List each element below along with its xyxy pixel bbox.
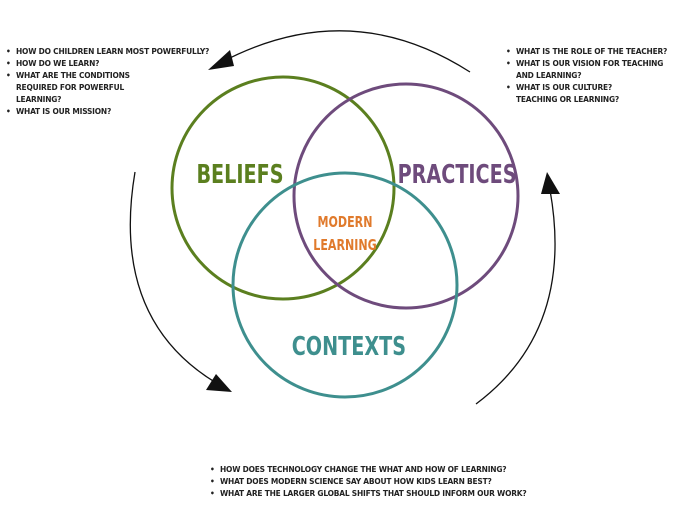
left-cycle-arrow <box>129 171 219 385</box>
list-item: WHAT IS OUR MISSION? <box>6 105 216 117</box>
practices-label: PRACTICES <box>397 160 517 190</box>
practices-questions: WHAT IS THE ROLE OF THE TEACHER? WHAT IS… <box>506 45 676 105</box>
right-arrowhead <box>541 172 560 194</box>
list-item: WHAT ARE THE CONDITIONS REQUIRED FOR POW… <box>6 69 166 105</box>
list-item: HOW DO CHILDREN LEARN MOST POWERFULLY? <box>6 45 216 57</box>
list-item: HOW DOES TECHNOLOGY CHANGE THE WHAT AND … <box>210 463 530 475</box>
practices-circle <box>292 82 520 310</box>
center-label-line1: MODERN <box>317 213 373 231</box>
top-cycle-arrow <box>221 30 471 73</box>
center-label-line2: LEARNING <box>313 236 377 254</box>
list-item: HOW DO WE LEARN? <box>6 57 216 69</box>
contexts-circle <box>231 171 459 399</box>
beliefs-circle <box>170 75 396 301</box>
list-item: WHAT DOES MODERN SCIENCE SAY ABOUT HOW K… <box>210 475 530 487</box>
list-item: WHAT ARE THE LARGER GLOBAL SHIFTS THAT S… <box>210 487 530 499</box>
list-item: WHAT IS OUR CULTURE? TEACHING OR LEARNIN… <box>506 81 646 105</box>
beliefs-questions: HOW DO CHILDREN LEARN MOST POWERFULLY? H… <box>6 45 216 117</box>
list-item: WHAT IS THE ROLE OF THE TEACHER? <box>506 45 676 57</box>
right-cycle-arrow <box>475 189 556 405</box>
beliefs-label: BELIEFS <box>196 160 284 190</box>
list-item: WHAT IS OUR VISION FOR TEACHING AND LEAR… <box>506 57 676 81</box>
contexts-questions: HOW DOES TECHNOLOGY CHANGE THE WHAT AND … <box>210 463 530 499</box>
left-arrowhead <box>206 374 232 392</box>
contexts-label: CONTEXTS <box>291 332 407 362</box>
